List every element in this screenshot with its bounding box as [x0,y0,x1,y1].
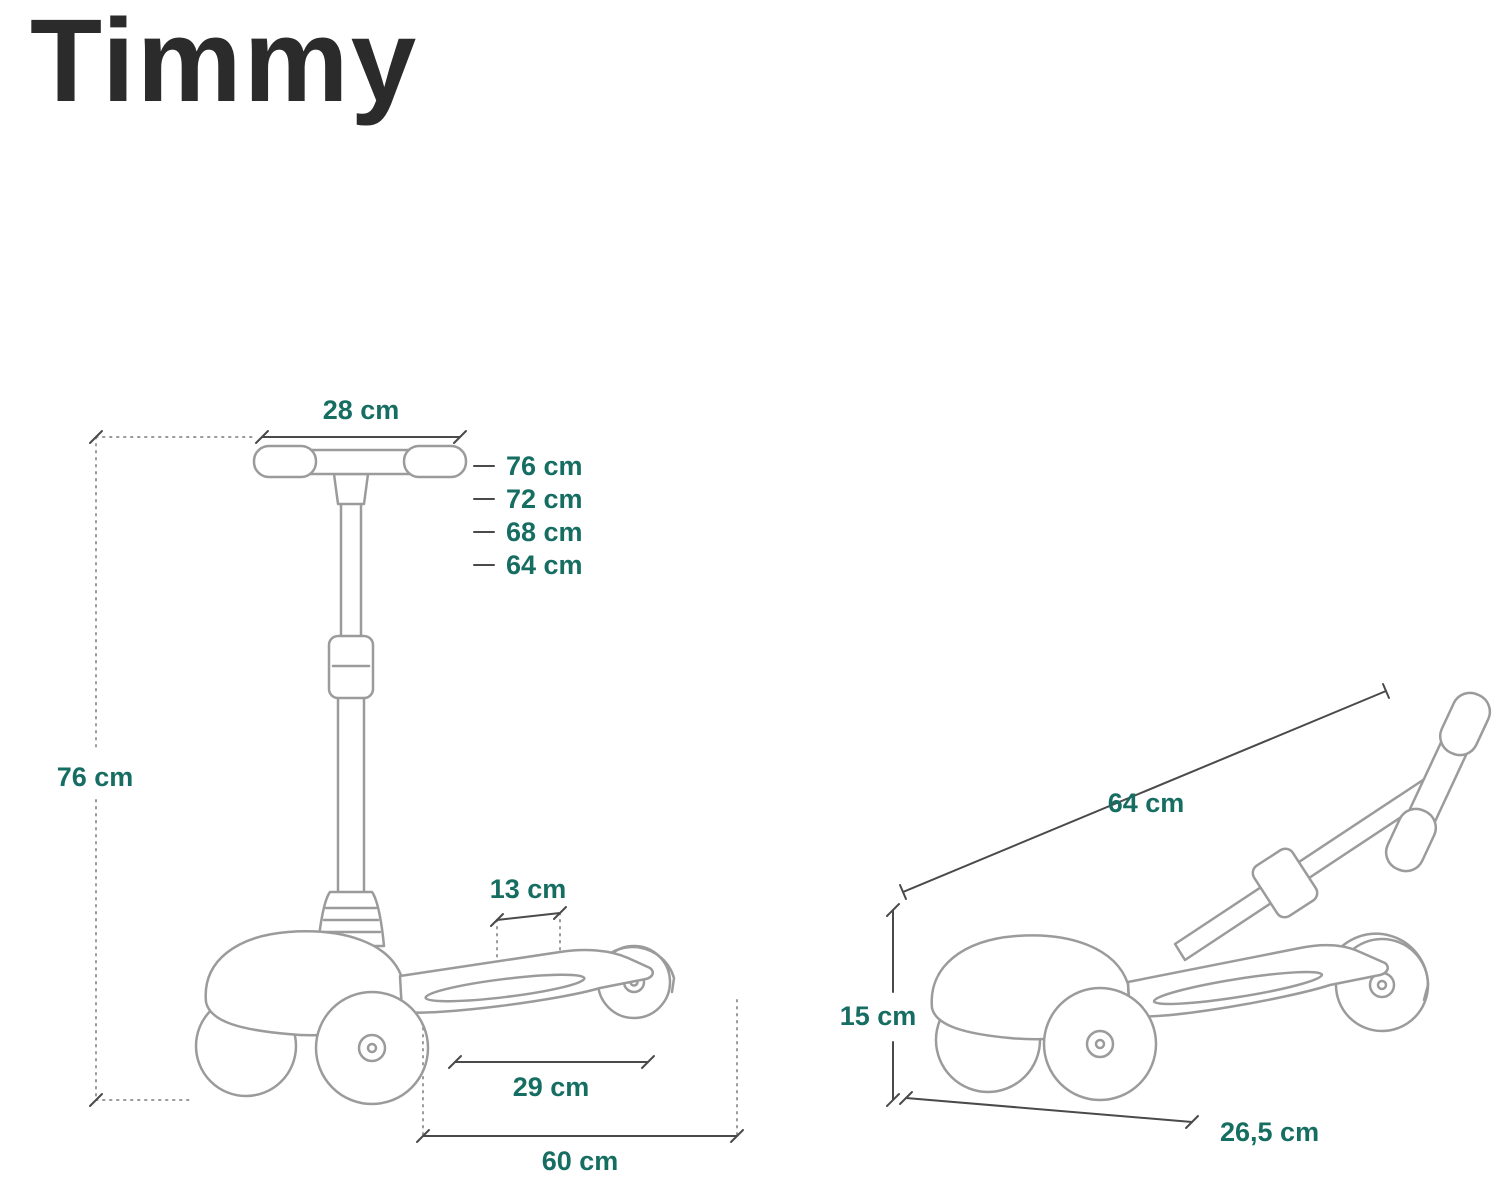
overall-length-label: 60 cm [542,1146,619,1176]
page-header: Timmy [30,0,418,124]
upright-right-grip [402,444,468,479]
dim-folded-base: 26,5 cm [899,1091,1319,1147]
height-option-2: 72 cm [506,484,583,514]
folded-front-axle [1094,1038,1106,1050]
upright-lower-stem [336,694,366,896]
dim-front-width: 13 cm [490,874,567,963]
upright-upper-stem [339,494,363,640]
height-option-1: 76 cm [506,451,583,481]
upright-left-grip [252,444,318,479]
overall-height-label: 76 cm [57,762,134,792]
upright-bar-connector [332,472,370,506]
dim-overall-length: 60 cm [416,999,744,1176]
scooter-folded-drawing [930,691,1492,1102]
deck-length-label: 29 cm [513,1072,590,1102]
upright-front-axle [366,1042,378,1054]
folded-rear-axle [1376,979,1388,991]
dim-deck-length: 29 cm [448,1055,655,1102]
folded-clamp [1251,847,1319,919]
dim-handlebar-width: 28 cm [255,395,467,444]
upright-deck [398,948,655,1014]
folded-base-label: 26,5 cm [1220,1117,1319,1147]
handlebar-width-label: 28 cm [323,395,400,425]
folded-deck-slot [1152,970,1324,1006]
folded-height-label: 15 cm [840,1001,917,1031]
dim-folded-length: 64 cm [899,683,1390,900]
front-width-label: 13 cm [490,874,567,904]
folded-length-label: 64 cm [1108,788,1185,818]
dim-handle-height-options: 76 cm 72 cm 68 cm 64 cm [473,451,583,580]
height-option-4: 64 cm [506,550,583,580]
upright-deck-slot [424,973,586,1003]
folded-top-grip [1438,691,1492,757]
height-option-3: 68 cm [506,517,583,547]
folded-bottom-grip [1384,807,1438,873]
scooter-upright-drawing [194,444,676,1106]
dim-overall-height: 76 cm [57,430,253,1107]
folded-rear-fender [1330,932,1430,1002]
dim-folded-height: 15 cm [840,903,917,1107]
product-title: Timmy [30,0,419,127]
folded-deck [1126,943,1389,1018]
